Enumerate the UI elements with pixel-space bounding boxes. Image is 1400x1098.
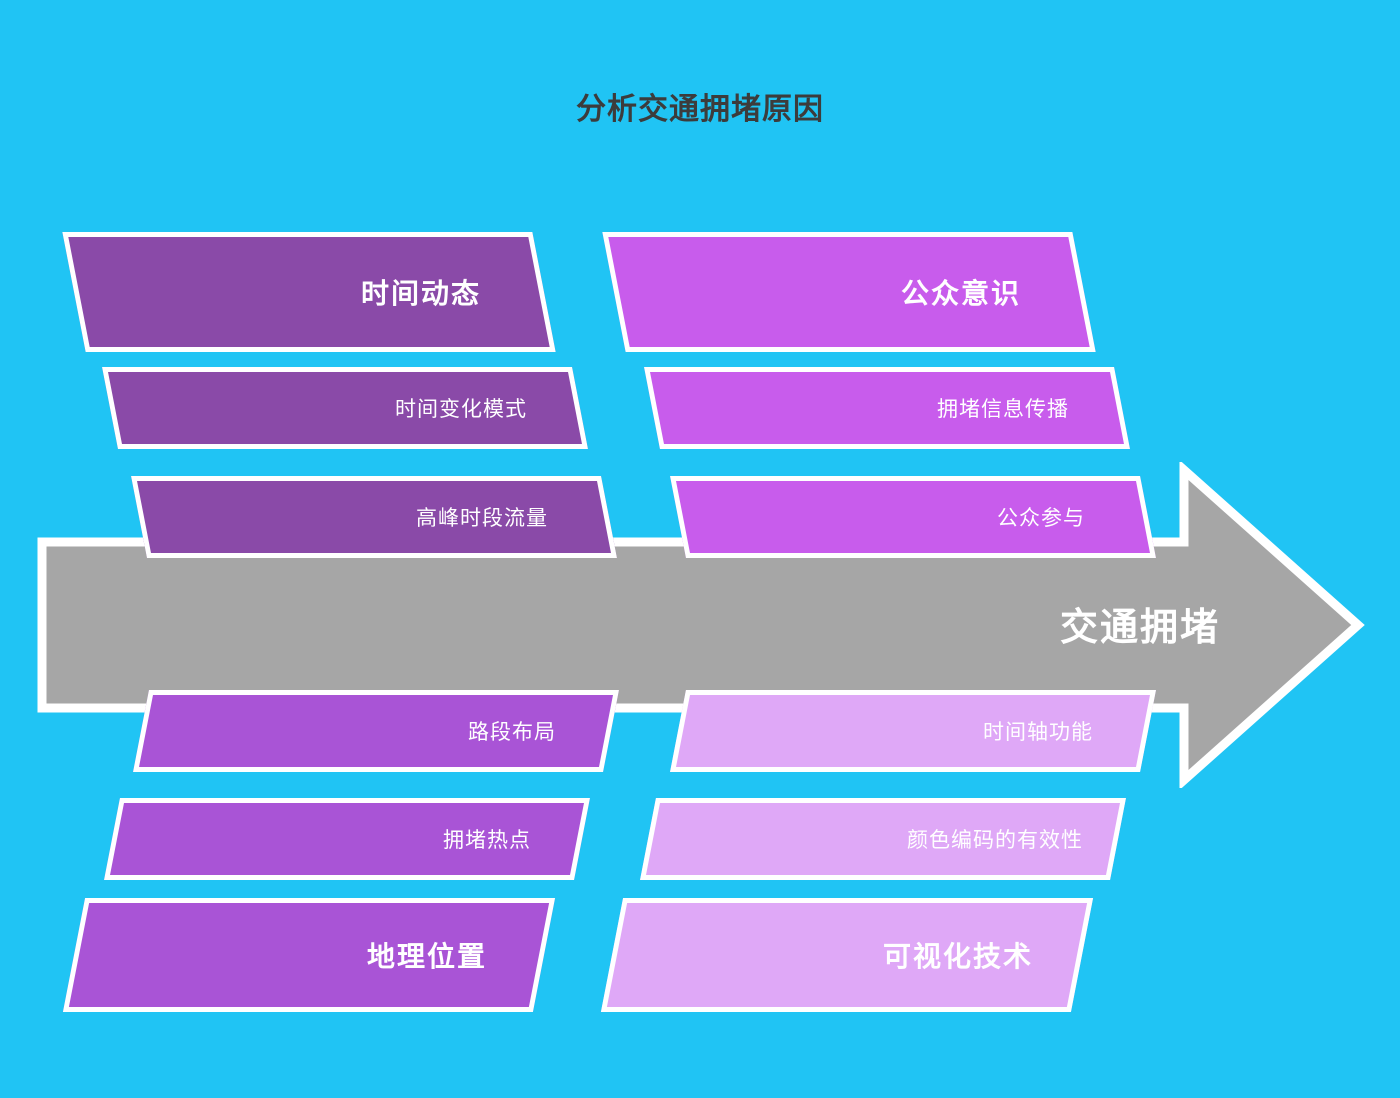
cause-label: 时间轴功能	[983, 721, 1093, 744]
branch-header-geographic-location[interactable]: 地理位置	[62, 898, 556, 1012]
branch-header-label: 可视化技术	[882, 941, 1033, 972]
branch-header-label: 时间动态	[360, 278, 481, 309]
branch-header-public-awareness[interactable]: 公众意识	[602, 232, 1096, 352]
cause-public-participation[interactable]: 公众参与	[670, 476, 1156, 558]
cause-road-segment-layout[interactable]: 路段布局	[133, 690, 619, 772]
cause-label: 颜色编码的有效性	[907, 829, 1083, 852]
branch-header-label: 地理位置	[366, 941, 487, 972]
cause-label: 时间变化模式	[395, 398, 527, 421]
spine-label: 交通拥堵	[1060, 607, 1221, 649]
cause-congestion-info-dissemination[interactable]: 拥堵信息传播	[644, 367, 1130, 449]
cause-congestion-hotspot[interactable]: 拥堵热点	[104, 798, 590, 880]
cause-label: 公众参与	[997, 507, 1085, 530]
cause-timeline-feature[interactable]: 时间轴功能	[670, 690, 1156, 772]
cause-label: 拥堵热点	[443, 829, 531, 852]
cause-label: 拥堵信息传播	[937, 398, 1069, 421]
cause-color-coding-effectiveness[interactable]: 颜色编码的有效性	[640, 798, 1126, 880]
page-title: 分析交通拥堵原因	[576, 93, 824, 126]
branch-header-label: 公众意识	[900, 278, 1021, 309]
branch-header-time-dynamics[interactable]: 时间动态	[62, 232, 556, 352]
cause-label: 高峰时段流量	[416, 507, 548, 530]
cause-label: 路段布局	[468, 721, 556, 744]
branch-header-visualization-technique[interactable]: 可视化技术	[600, 898, 1094, 1012]
cause-time-change-pattern[interactable]: 时间变化模式	[102, 367, 588, 449]
cause-peak-hour-flow[interactable]: 高峰时段流量	[131, 476, 617, 558]
